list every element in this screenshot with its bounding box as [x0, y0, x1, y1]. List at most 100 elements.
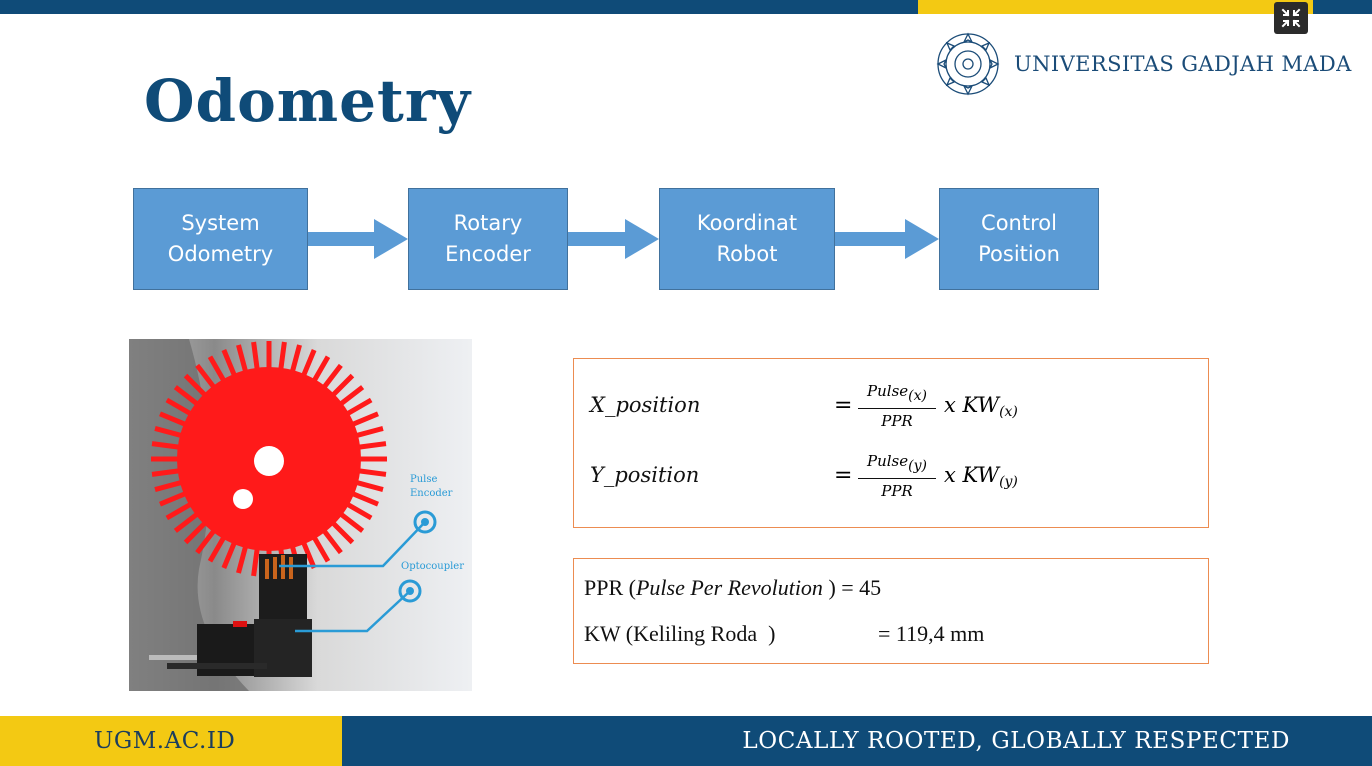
encoder-slot	[359, 456, 387, 462]
encoder-slot	[154, 426, 183, 439]
factor-subscript: (x)	[999, 404, 1018, 420]
encoder-slot	[236, 545, 249, 574]
encoder-slot	[221, 349, 237, 377]
formula-lhs: X_position	[590, 393, 701, 417]
encoder-slot	[321, 363, 343, 390]
ugm-seal-icon	[936, 32, 1000, 96]
encoder-slot	[165, 397, 193, 417]
formula-denominator: PPR	[881, 482, 913, 500]
pulse-encoder-label: Pulse	[410, 474, 438, 485]
kw-value: = 119,4 mm	[878, 621, 985, 646]
encoder-slot	[183, 520, 208, 545]
formula-equals: =	[834, 393, 853, 418]
formula-factor: x KW(y)	[944, 463, 1018, 490]
formula-equals: =	[834, 463, 853, 488]
flow-box-rotary-encoder: Rotary Encoder	[408, 188, 568, 290]
flow-box-label: Control	[981, 211, 1057, 235]
factor-text: KW	[962, 463, 1000, 487]
factor-subscript: (y)	[999, 474, 1018, 490]
encoder-slot	[357, 468, 387, 477]
exit-fullscreen-button[interactable]	[1274, 2, 1308, 34]
encoder-slot	[207, 355, 227, 383]
formula-lhs: Y_position	[590, 463, 700, 487]
encoder-slot	[221, 541, 237, 569]
flow-box-system-odometry: System Odometry	[133, 188, 308, 290]
flow-box-label: Koordinat	[696, 211, 798, 235]
university-name: UNIVERSITAS GADJAH MADA	[1014, 52, 1352, 76]
encoder-slot	[266, 341, 272, 369]
formula-fraction: Pulse(x) PPR	[858, 381, 936, 431]
top-bar-accent	[918, 0, 1313, 14]
encoder-slot	[151, 441, 181, 450]
encoder-slot	[301, 541, 317, 569]
numerator-subscript: (x)	[908, 388, 927, 404]
kw-label: KW (Keliling Roda )	[584, 621, 776, 646]
encoder-slot	[195, 363, 217, 390]
kw-row: KW (Keliling Roda )	[584, 621, 775, 647]
footer-left-band	[0, 716, 342, 766]
operator-text: x	[944, 393, 956, 417]
exit-fullscreen-icon	[1281, 8, 1301, 28]
encoder-slot	[311, 535, 331, 563]
ppr-prefix: PPR (	[584, 575, 636, 600]
formula-x: X_position = Pulse(x) PPR x KW(x)	[590, 381, 1190, 431]
encoder-slot	[351, 491, 379, 507]
encoder-slot	[251, 547, 260, 577]
operator-text: x	[944, 463, 956, 487]
encoder-slot	[151, 456, 179, 462]
formula-denominator: PPR	[881, 412, 913, 430]
ppr-row: PPR (Pulse Per Revolution ) = 45	[584, 575, 881, 601]
ppr-description: Pulse Per Revolution	[635, 575, 829, 600]
flow-box-control-position: Control Position	[939, 188, 1099, 290]
factor-text: KW	[962, 393, 1000, 417]
flow-arrow	[835, 219, 939, 259]
flow-arrow	[568, 219, 659, 259]
encoder-slot	[278, 341, 287, 371]
encoder-slot	[357, 441, 387, 450]
encoder-slot	[330, 520, 355, 545]
encoder-illustration	[129, 339, 472, 691]
encoder-slot	[195, 528, 217, 555]
flow-box-label: Encoder	[445, 242, 531, 266]
formula-numerator: Pulse(y)	[858, 451, 936, 479]
encoder-slot	[159, 411, 187, 427]
encoder-slot	[251, 341, 260, 371]
encoder-slot	[236, 344, 249, 373]
formula-fraction: Pulse(y) PPR	[858, 451, 936, 501]
flow-box-label: Robot	[716, 242, 778, 266]
footer-site-link[interactable]: UGM.AC.ID	[94, 728, 236, 754]
encoder-slot	[154, 479, 183, 492]
encoder-slot	[345, 501, 373, 521]
encoder-slot	[321, 528, 343, 555]
encoder-slot	[207, 535, 227, 563]
encoder-slot	[338, 511, 365, 533]
encoder-slot	[311, 355, 331, 383]
encoder-slot	[165, 501, 193, 521]
encoder-slot	[351, 411, 379, 427]
encoder-slot	[151, 468, 181, 477]
university-logo: UNIVERSITAS GADJAH MADA	[936, 32, 1352, 96]
flow-box-label: Position	[978, 242, 1060, 266]
encoder-slot	[173, 385, 200, 407]
page-title: Odometry	[144, 67, 472, 135]
formula-y: Y_position = Pulse(y) PPR x KW(y)	[590, 451, 1190, 501]
encoder-slot	[345, 397, 373, 417]
flow-box-label: Rotary	[453, 211, 523, 235]
encoder-slot	[338, 385, 365, 407]
formula-factor: x KW(x)	[944, 393, 1018, 420]
flow-box-label: System	[181, 211, 260, 235]
flow-box-label: Odometry	[167, 242, 274, 266]
flow-arrow	[308, 219, 408, 259]
numerator-text: Pulse	[867, 382, 909, 400]
encoder-slot	[173, 511, 200, 533]
numerator-subscript: (y)	[908, 458, 927, 474]
encoder-slot	[289, 344, 302, 373]
pulse-encoder-label: Encoder	[410, 488, 453, 499]
optocoupler-label: Optocoupler	[401, 561, 464, 572]
encoder-slot	[301, 349, 317, 377]
numerator-text: Pulse	[867, 452, 909, 470]
formula-numerator: Pulse(x)	[858, 381, 936, 409]
formula-box: X_position = Pulse(x) PPR x KW(x) Y_posi…	[573, 358, 1209, 528]
encoder-figure: Pulse Encoder Optocoupler	[129, 339, 472, 691]
encoder-slot	[330, 373, 355, 398]
